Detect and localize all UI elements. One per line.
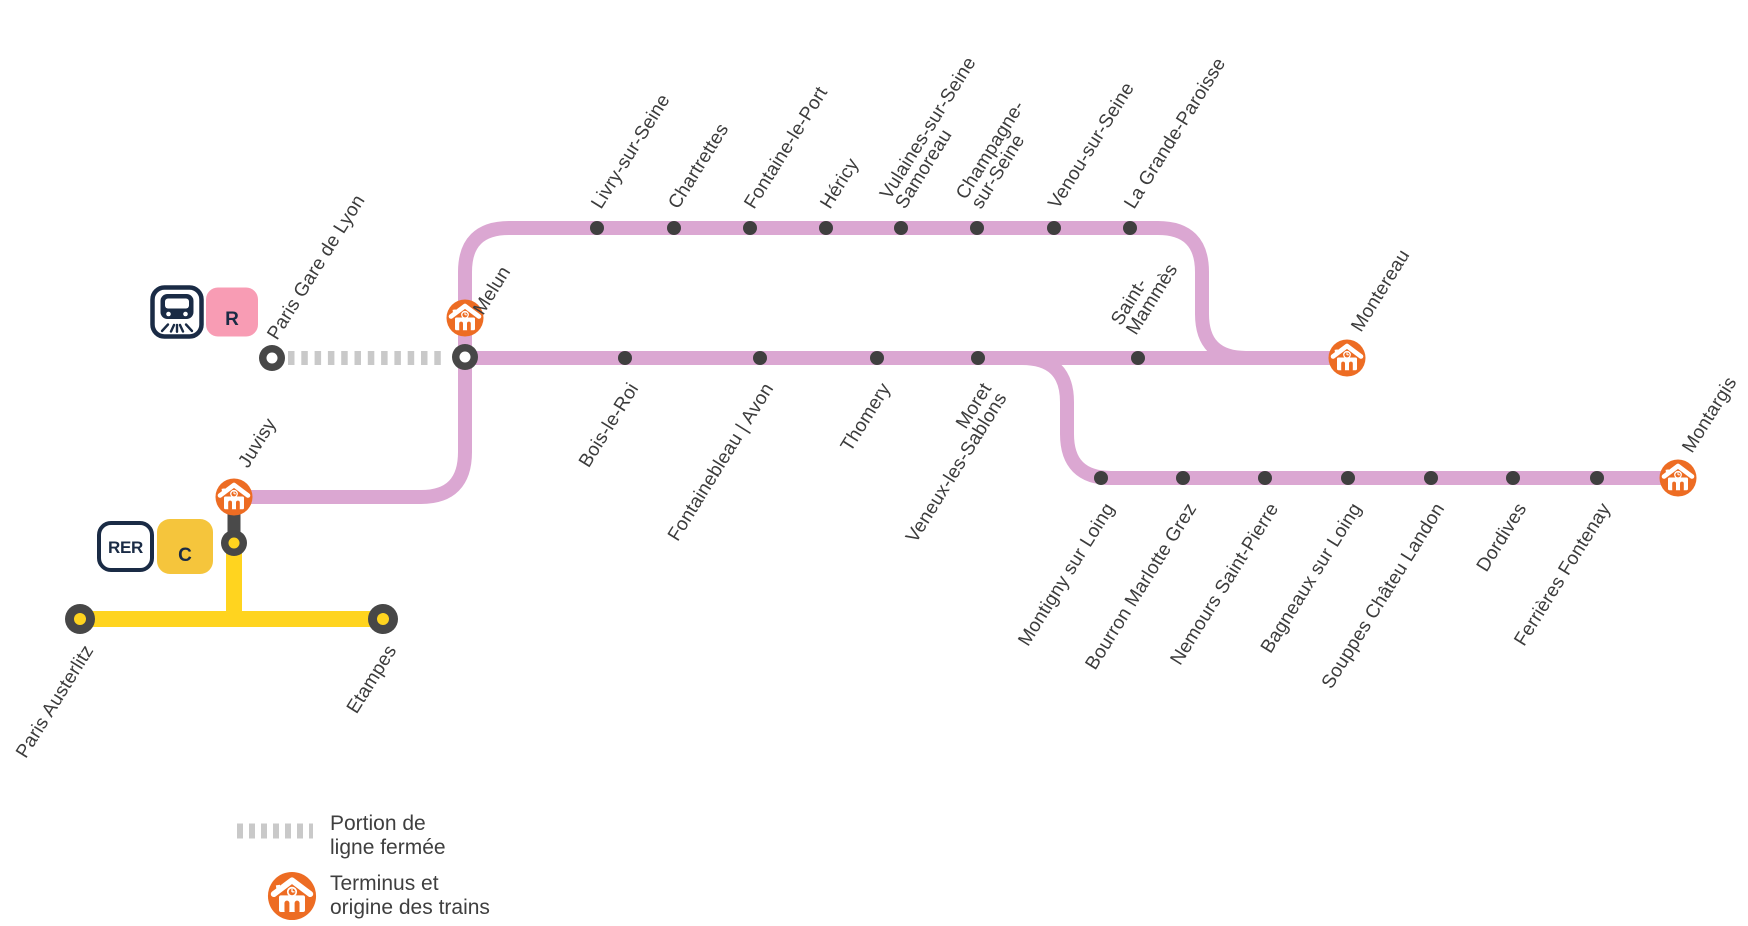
station-dot-saint-mammes — [1131, 351, 1145, 365]
station-ring-juvisy-rer-c — [221, 530, 247, 556]
station-dot-livry-sur-seine — [590, 221, 604, 235]
station-ring-etampes — [368, 604, 398, 634]
station-label-paris-gare-de-lyon: Paris Gare de Lyon — [263, 191, 369, 343]
station-label-fontainebleau-avon: Fontainebleau | Avon — [664, 380, 778, 545]
line-r-juvisy-branch — [231, 350, 472, 504]
rer-badge-frame — [97, 521, 154, 572]
line-r-montargis-branch — [1015, 351, 1679, 485]
station-ring-paris-gare-de-lyon — [259, 345, 285, 371]
line-r-badge-letter: R — [225, 309, 239, 330]
line-c-badge — [157, 519, 213, 574]
legend: Portion de ligne fermée Terminus et orig… — [237, 812, 490, 920]
station-dot-bagneaux-sur-loing — [1341, 471, 1355, 485]
station-labels: Paris Gare de Lyon Melun Juvisy Paris Au… — [12, 53, 1741, 762]
station-dot-venou-sur-seine — [1047, 221, 1061, 235]
station-dot-ferrieres-fontenay — [1590, 471, 1604, 485]
station-label-livry-sur-seine: Livry-sur-Seine — [587, 91, 674, 213]
station-dot-moret-veneux-les-sablons — [971, 351, 985, 365]
terminus-icon-montargis — [1660, 460, 1697, 497]
station-label-juvisy: Juvisy — [234, 414, 281, 471]
station-label-hericy: Héricy — [816, 155, 863, 213]
station-label-fontaine-le-port: Fontaine-le-Port — [740, 83, 832, 213]
rer-c-logo: RER C — [97, 519, 213, 574]
station-label-montereau: Montereau — [1347, 246, 1414, 336]
station-label-champagne-sur-seine: Champagne- sur-Seine — [952, 97, 1029, 213]
station-dot-champagne-sur-seine — [970, 221, 984, 235]
station-dot-dordives — [1506, 471, 1520, 485]
station-label-melun: Melun — [469, 263, 515, 319]
line-c-badge-letter: C — [178, 545, 192, 566]
station-label-thomery: Thomery — [837, 379, 895, 455]
station-dot-la-grande-paroisse — [1123, 221, 1137, 235]
station-dot-thomery — [870, 351, 884, 365]
line-r-top-branch — [458, 221, 1348, 365]
station-label-moret-veneux-les-sablons: Moret Veneux-les-Sablons — [902, 379, 1011, 546]
legend-terminus-text-1: Terminus et — [330, 872, 439, 895]
station-label-paris-austerlitz: Paris Austerlitz — [12, 642, 98, 762]
transilien-r-logo: R — [150, 285, 258, 339]
rer-badge-text: RER — [108, 538, 143, 557]
station-dot-chartrettes — [667, 221, 681, 235]
legend-terminus-text-2: origine des trains — [330, 896, 490, 919]
station-label-dordives: Dordives — [1473, 500, 1531, 576]
line-r-badge — [206, 287, 258, 337]
station-label-etampes: Etampes — [343, 642, 401, 718]
station-dot-bourron-marlotte-grez — [1176, 471, 1190, 485]
station-dot-vulaines-sur-seine-samoreau — [894, 221, 908, 235]
station-dot-nemours-saint-pierre — [1258, 471, 1272, 485]
station-dot-bois-le-roi — [618, 351, 632, 365]
station-label-la-grande-paroisse: La Grande-Paroisse — [1120, 54, 1230, 212]
station-dot-hericy — [819, 221, 833, 235]
legend-closed-line-text-2: ligne fermée — [330, 836, 446, 859]
train-icon — [160, 294, 194, 333]
station-label-ferrieres-fontenay: Ferrières Fontenay — [1510, 499, 1615, 650]
station-ring-melun — [452, 344, 478, 370]
terminus-icon-montereau — [1329, 340, 1366, 377]
station-dots — [590, 221, 1604, 485]
station-dot-souppes-chateu-landon — [1424, 471, 1438, 485]
ring-stations — [65, 344, 478, 634]
station-label-bois-le-roi: Bois-le-Roi — [575, 380, 643, 472]
station-label-montargis: Montargis — [1678, 373, 1741, 456]
station-dot-fontainebleau-avon — [753, 351, 767, 365]
station-dot-montigny-sur-loing — [1094, 471, 1108, 485]
legend-closed-line-text-1: Portion de — [330, 812, 426, 835]
station-dot-fontaine-le-port — [743, 221, 757, 235]
terminus-legend-icon — [268, 872, 316, 920]
station-ring-paris-austerlitz — [65, 604, 95, 634]
station-label-chartrettes: Chartrettes — [664, 120, 733, 213]
line-r-paths — [231, 221, 1679, 504]
station-label-venou-sur-seine: Venou-sur-Seine — [1044, 79, 1138, 213]
terminus-icon-juvisy — [216, 479, 253, 516]
station-label-saint-mammes: Saint- Mammès — [1107, 260, 1182, 338]
